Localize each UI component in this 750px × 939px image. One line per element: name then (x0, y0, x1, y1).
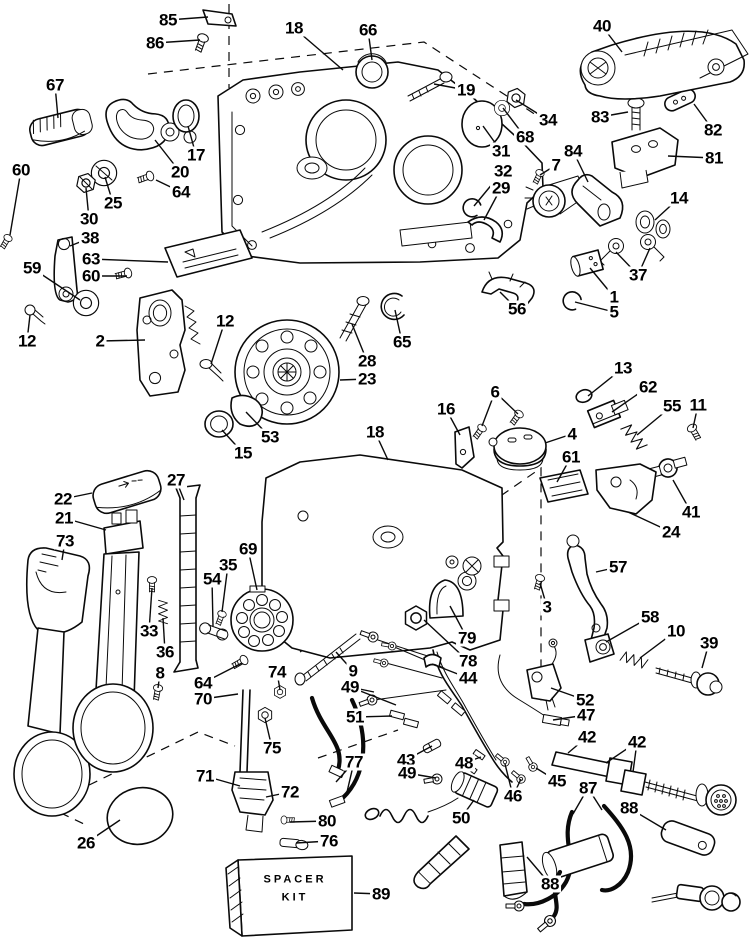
spacer-kit-label: SPACER KIT (263, 871, 326, 906)
control-levers (13, 469, 294, 846)
lower-housing (261, 454, 510, 659)
handle-40 (579, 29, 749, 100)
shift-cable-group (231, 685, 309, 851)
horn-group (454, 408, 589, 503)
shift-group (531, 534, 723, 696)
mid-right-hardware (481, 249, 604, 314)
top-left-hardware (0, 9, 237, 317)
shift-boot (404, 579, 464, 631)
cables-77 (294, 633, 366, 808)
bracket-group (24, 229, 253, 397)
trim-harness-group (551, 751, 737, 816)
throttle-drum (204, 292, 405, 438)
stop-switch-group (497, 638, 570, 727)
hose-group (413, 803, 741, 935)
ignition-group (524, 88, 696, 266)
spacer-kit-line1: SPACER (263, 873, 327, 886)
detent-group (575, 388, 704, 515)
spacer-kit-line2: KIT (281, 891, 309, 903)
spacer-kit-box (225, 855, 353, 937)
lanyard-group (364, 771, 499, 824)
upper-right-hardware (355, 53, 546, 243)
